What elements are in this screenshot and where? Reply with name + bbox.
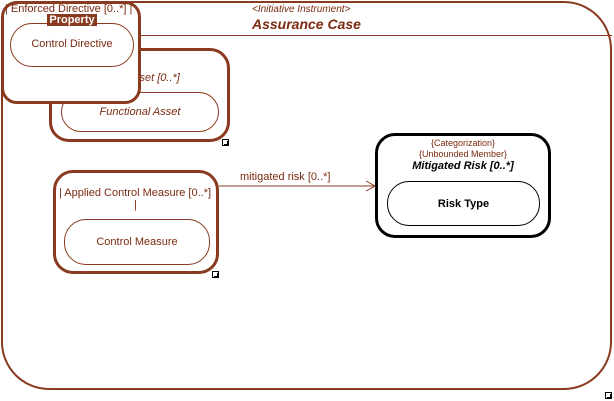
functional-asset-label: Functional Asset (99, 106, 181, 118)
control-measure-label: Control Measure (96, 236, 178, 248)
functional-asset-corner-icon (222, 139, 229, 146)
assurance-case-title: Assurance Case (252, 16, 361, 32)
control-directive-label: Control Directive (31, 38, 113, 50)
assurance-case-corner-icon (605, 392, 612, 399)
applied-control-measure-label: | Applied Control Measure [0..*] (59, 187, 212, 199)
mitigated-risk-stereotype-categorization: {Categorization} (430, 138, 496, 148)
control-directive-block[interactable]: Property Control Directive (10, 14, 134, 67)
mitigated-risk-label: Mitigated Risk [0..*] (412, 160, 514, 172)
enforced-directive-label: | Enforced Directive [0..*] | (5, 3, 133, 15)
control-measure-block[interactable]: Control Measure (64, 219, 210, 265)
mitigated-risk-connector-label: mitigated risk [0..*] (240, 171, 331, 183)
title-separator (140, 35, 612, 36)
risk-type-label: Risk Type (437, 197, 490, 210)
risk-type-block[interactable]: Risk Type (387, 181, 540, 226)
property-badge: Property (47, 14, 97, 26)
mitigated-risk-stereotype-unbounded: {Unbounded Member} (418, 149, 508, 159)
applied-control-measure-label-bar: | (134, 199, 137, 211)
applied-control-measure-corner-icon (212, 271, 219, 278)
assurance-case-stereotype: <Initiative Instrument> (252, 4, 351, 15)
functional-asset-part-label: sset [0..*] (134, 72, 180, 84)
